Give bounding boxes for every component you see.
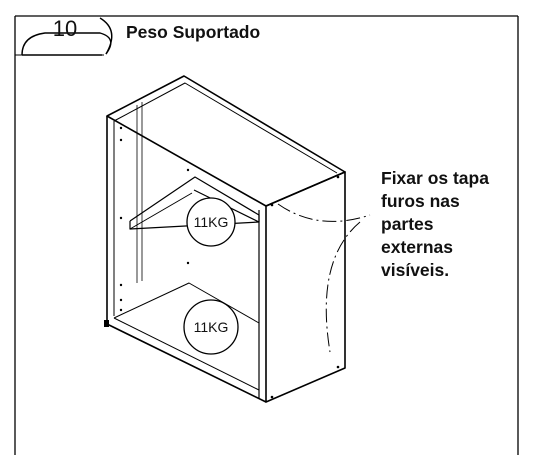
- step-header-tab: [15, 17, 113, 56]
- shelf-weight-label-lower: 11KG: [193, 319, 229, 335]
- note-line: visíveis.: [381, 260, 450, 280]
- weight-circle-upper: [186, 197, 236, 247]
- fixing-note: Fixar os tapa furos nas partes externas …: [381, 167, 531, 282]
- step-number: 10: [52, 16, 78, 41]
- note-line: furos nas: [381, 191, 460, 211]
- note-line: partes: [381, 214, 434, 234]
- cabinet: [106, 75, 346, 403]
- foot-screw: [104, 320, 109, 327]
- note-line: externas: [381, 237, 453, 257]
- shelf-pin-holes: [119, 126, 340, 399]
- panel-frame: [14, 15, 519, 455]
- leader-lines: [277, 203, 371, 353]
- weight-circle-lower: [183, 299, 239, 355]
- shelf-weight-label-upper: 11KG: [193, 214, 229, 230]
- step-title: Peso Suportado: [126, 22, 261, 42]
- note-line: Fixar os tapa: [381, 168, 489, 188]
